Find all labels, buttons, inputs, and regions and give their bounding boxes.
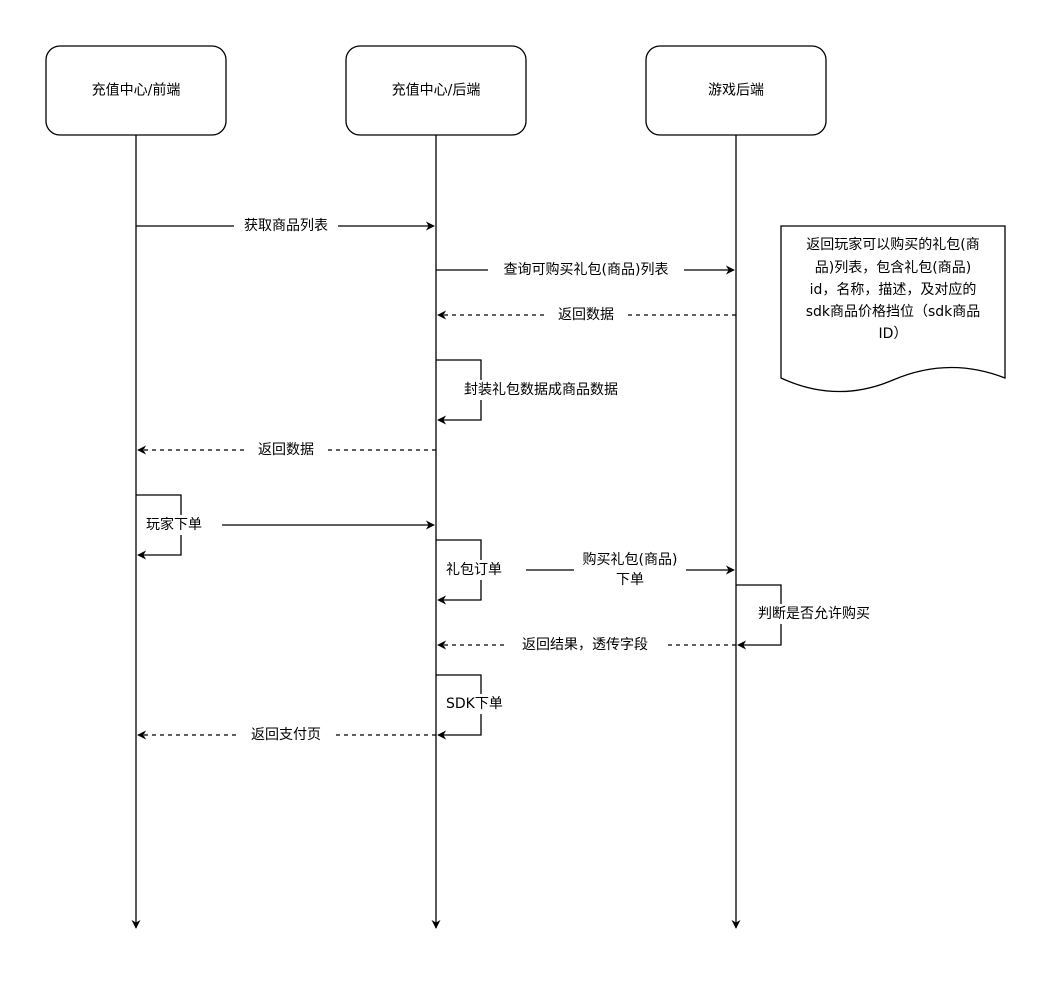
participant-backend-label: 充值中心/后端 <box>392 83 481 99</box>
message-return-data-1: 返回数据 <box>437 305 736 325</box>
message-player-order-label: 玩家下单 <box>146 516 202 533</box>
message-return-pay: 返回支付页 <box>137 725 436 745</box>
message-return-data-2-label: 返回数据 <box>258 442 314 458</box>
message-return-data-2: 返回数据 <box>137 440 436 460</box>
message-return-pay-label: 返回支付页 <box>251 727 321 743</box>
message-gift-order: 礼包订单 <box>436 539 520 605</box>
note-line-4: sdk商品价格挡位（sdk商品 <box>806 304 981 320</box>
note-line-2: 品)列表，包含礼包(商品) <box>815 260 971 276</box>
participant-frontend: 充值中心/前端 <box>45 45 227 136</box>
message-wrap-data: 封装礼包数据成商品数据 <box>436 359 648 425</box>
message-return-result: 返回结果，透传字段 <box>437 635 736 655</box>
message-wrap-data-label: 封装礼包数据成商品数据 <box>464 382 618 398</box>
note-document: 返回玩家可以购买的礼包(商 品)列表，包含礼包(商品) id，名称，描述，及对应… <box>780 225 1006 393</box>
participant-backend: 充值中心/后端 <box>345 45 527 136</box>
note-line-1: 返回玩家可以购买的礼包(商 <box>806 236 979 253</box>
participant-frontend-label: 充值中心/前端 <box>92 82 181 99</box>
message-sdk-order-label: SDK下单 <box>446 696 503 712</box>
message-query-gifts-label: 查询可购买礼包(商品)列表 <box>504 262 669 278</box>
message-get-products: 获取商品列表 <box>136 216 435 236</box>
message-buy-gift-label-1: 购买礼包(商品) <box>583 552 678 568</box>
note-line-3: id，名称，描述，及对应的 <box>810 281 977 298</box>
message-sdk-order: SDK下单 <box>436 674 520 740</box>
message-return-result-label: 返回结果，透传字段 <box>522 637 648 653</box>
participant-game-label: 游戏后端 <box>708 83 764 99</box>
note-line-5: ID） <box>879 326 908 342</box>
message-buy-gift: 购买礼包(商品) 下单 <box>526 549 735 591</box>
message-query-gifts: 查询可购买礼包(商品)列表 <box>436 260 735 280</box>
message-player-order: 玩家下单 <box>136 494 435 560</box>
message-check-allowed: 判断是否允许购买 <box>736 584 896 650</box>
message-gift-order-label: 礼包订单 <box>446 562 502 578</box>
message-buy-gift-label-2: 下单 <box>616 572 644 588</box>
message-get-products-label: 获取商品列表 <box>244 218 328 234</box>
participant-game: 游戏后端 <box>645 45 827 136</box>
message-return-data-1-label: 返回数据 <box>558 307 614 323</box>
message-check-allowed-label: 判断是否允许购买 <box>758 606 870 622</box>
